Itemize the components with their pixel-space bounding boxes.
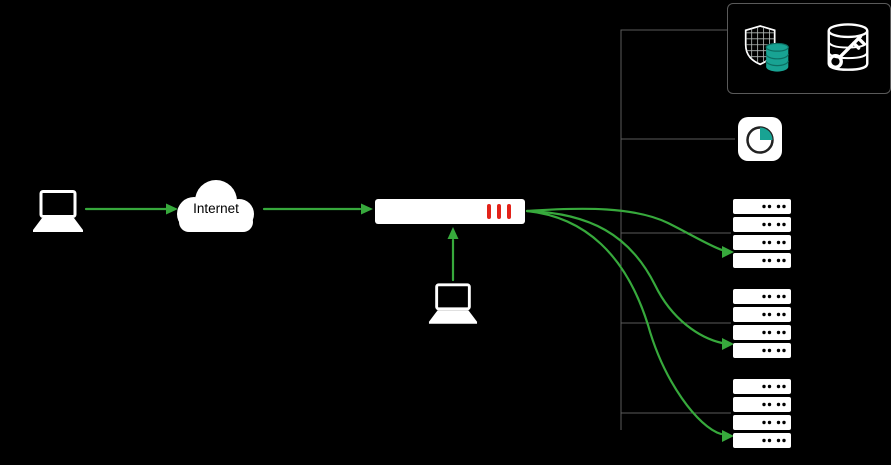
admin-laptop (428, 283, 478, 326)
appliance-led-bar (487, 204, 491, 219)
internet-cloud (168, 176, 264, 238)
monitoring-app (737, 116, 783, 162)
laptop-icon (33, 190, 83, 232)
internet-to-adc-arrowhead (361, 203, 373, 215)
server-stack-icon (733, 289, 791, 358)
appliance-led-bar (507, 204, 511, 219)
laptop-icon (428, 283, 478, 324)
adc-to-server1-arrow (525, 207, 724, 252)
security-panel (727, 3, 891, 94)
callout-connector-lines (620, 29, 735, 430)
admin-to-adc-arrowhead (447, 227, 459, 239)
cloud-icon (177, 180, 254, 232)
adc-to-server2-arrow (525, 209, 724, 345)
shield-database-icon (744, 24, 789, 72)
appliance-led-bar (497, 204, 501, 219)
server-stack-2 (733, 289, 791, 359)
server-stack-icon (733, 379, 791, 448)
client-laptop (32, 190, 84, 234)
adc-to-server3-arrow (525, 209, 723, 436)
database-key-icon (827, 22, 869, 71)
server-stack-3 (733, 379, 791, 449)
adc-appliance (375, 199, 525, 224)
server-stack-icon (733, 199, 791, 268)
server-stack-1 (733, 199, 791, 269)
key-icon (828, 34, 866, 69)
pie-chart-icon (738, 117, 782, 161)
internet-label: Internet (193, 201, 239, 216)
